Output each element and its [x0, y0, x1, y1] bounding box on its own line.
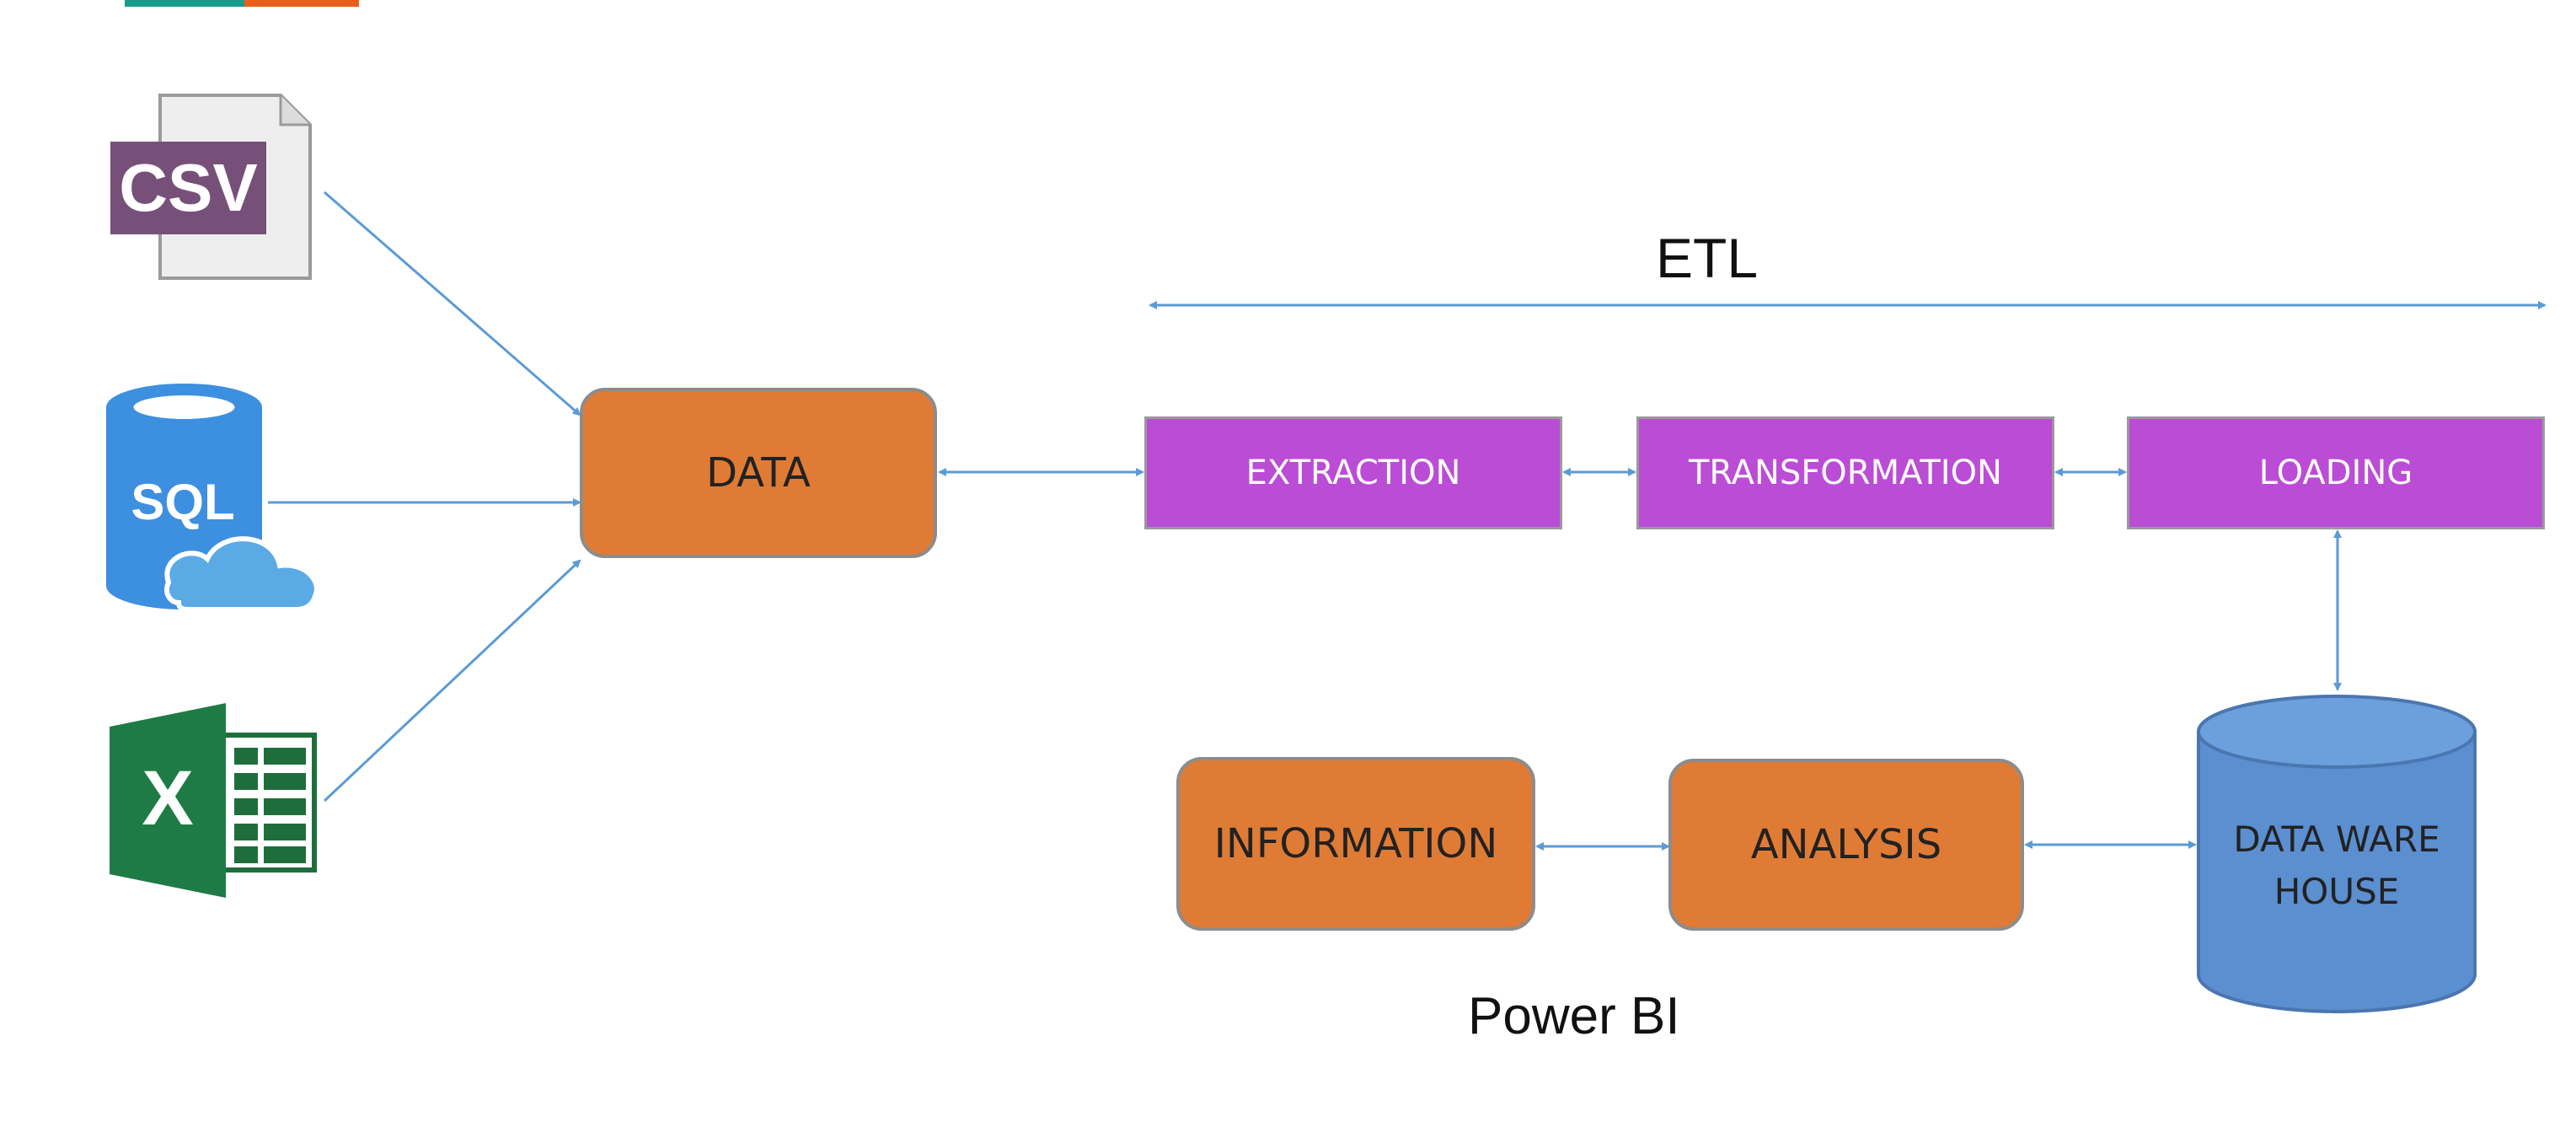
- transformation-node: TRANSFORMATION: [1636, 416, 2054, 529]
- sql-icon-text: SQL: [131, 473, 235, 530]
- extraction-node: EXTRACTION: [1144, 416, 1562, 529]
- excel-icon: X: [108, 701, 323, 899]
- arrow-csv-to-data: [324, 191, 581, 416]
- powerbi-label: Power BI: [1468, 987, 1680, 1045]
- excel-icon-text: X: [142, 754, 194, 841]
- brand-bar-teal: [125, 0, 244, 7]
- csv-file-icon: CSV: [108, 93, 323, 282]
- loading-node: LOADING: [2127, 416, 2545, 529]
- brand-bar-orange: [244, 0, 359, 7]
- information-node: INFORMATION: [1176, 757, 1535, 931]
- analysis-node: ANALYSIS: [1668, 759, 2024, 931]
- data-warehouse-label: DATA WARE HOUSE: [2195, 811, 2478, 921]
- data-warehouse-node: DATA WARE HOUSE: [2195, 693, 2478, 1015]
- sql-database-cloud-icon: SQL: [104, 384, 332, 628]
- arrow-excel-to-data: [323, 559, 581, 803]
- data-warehouse-label-line1: DATA WARE: [2233, 819, 2440, 860]
- csv-icon-text: CSV: [119, 150, 258, 225]
- etl-label: ETL: [1656, 227, 1759, 289]
- data-node: DATA: [580, 388, 937, 558]
- data-warehouse-label-line2: HOUSE: [2273, 871, 2400, 912]
